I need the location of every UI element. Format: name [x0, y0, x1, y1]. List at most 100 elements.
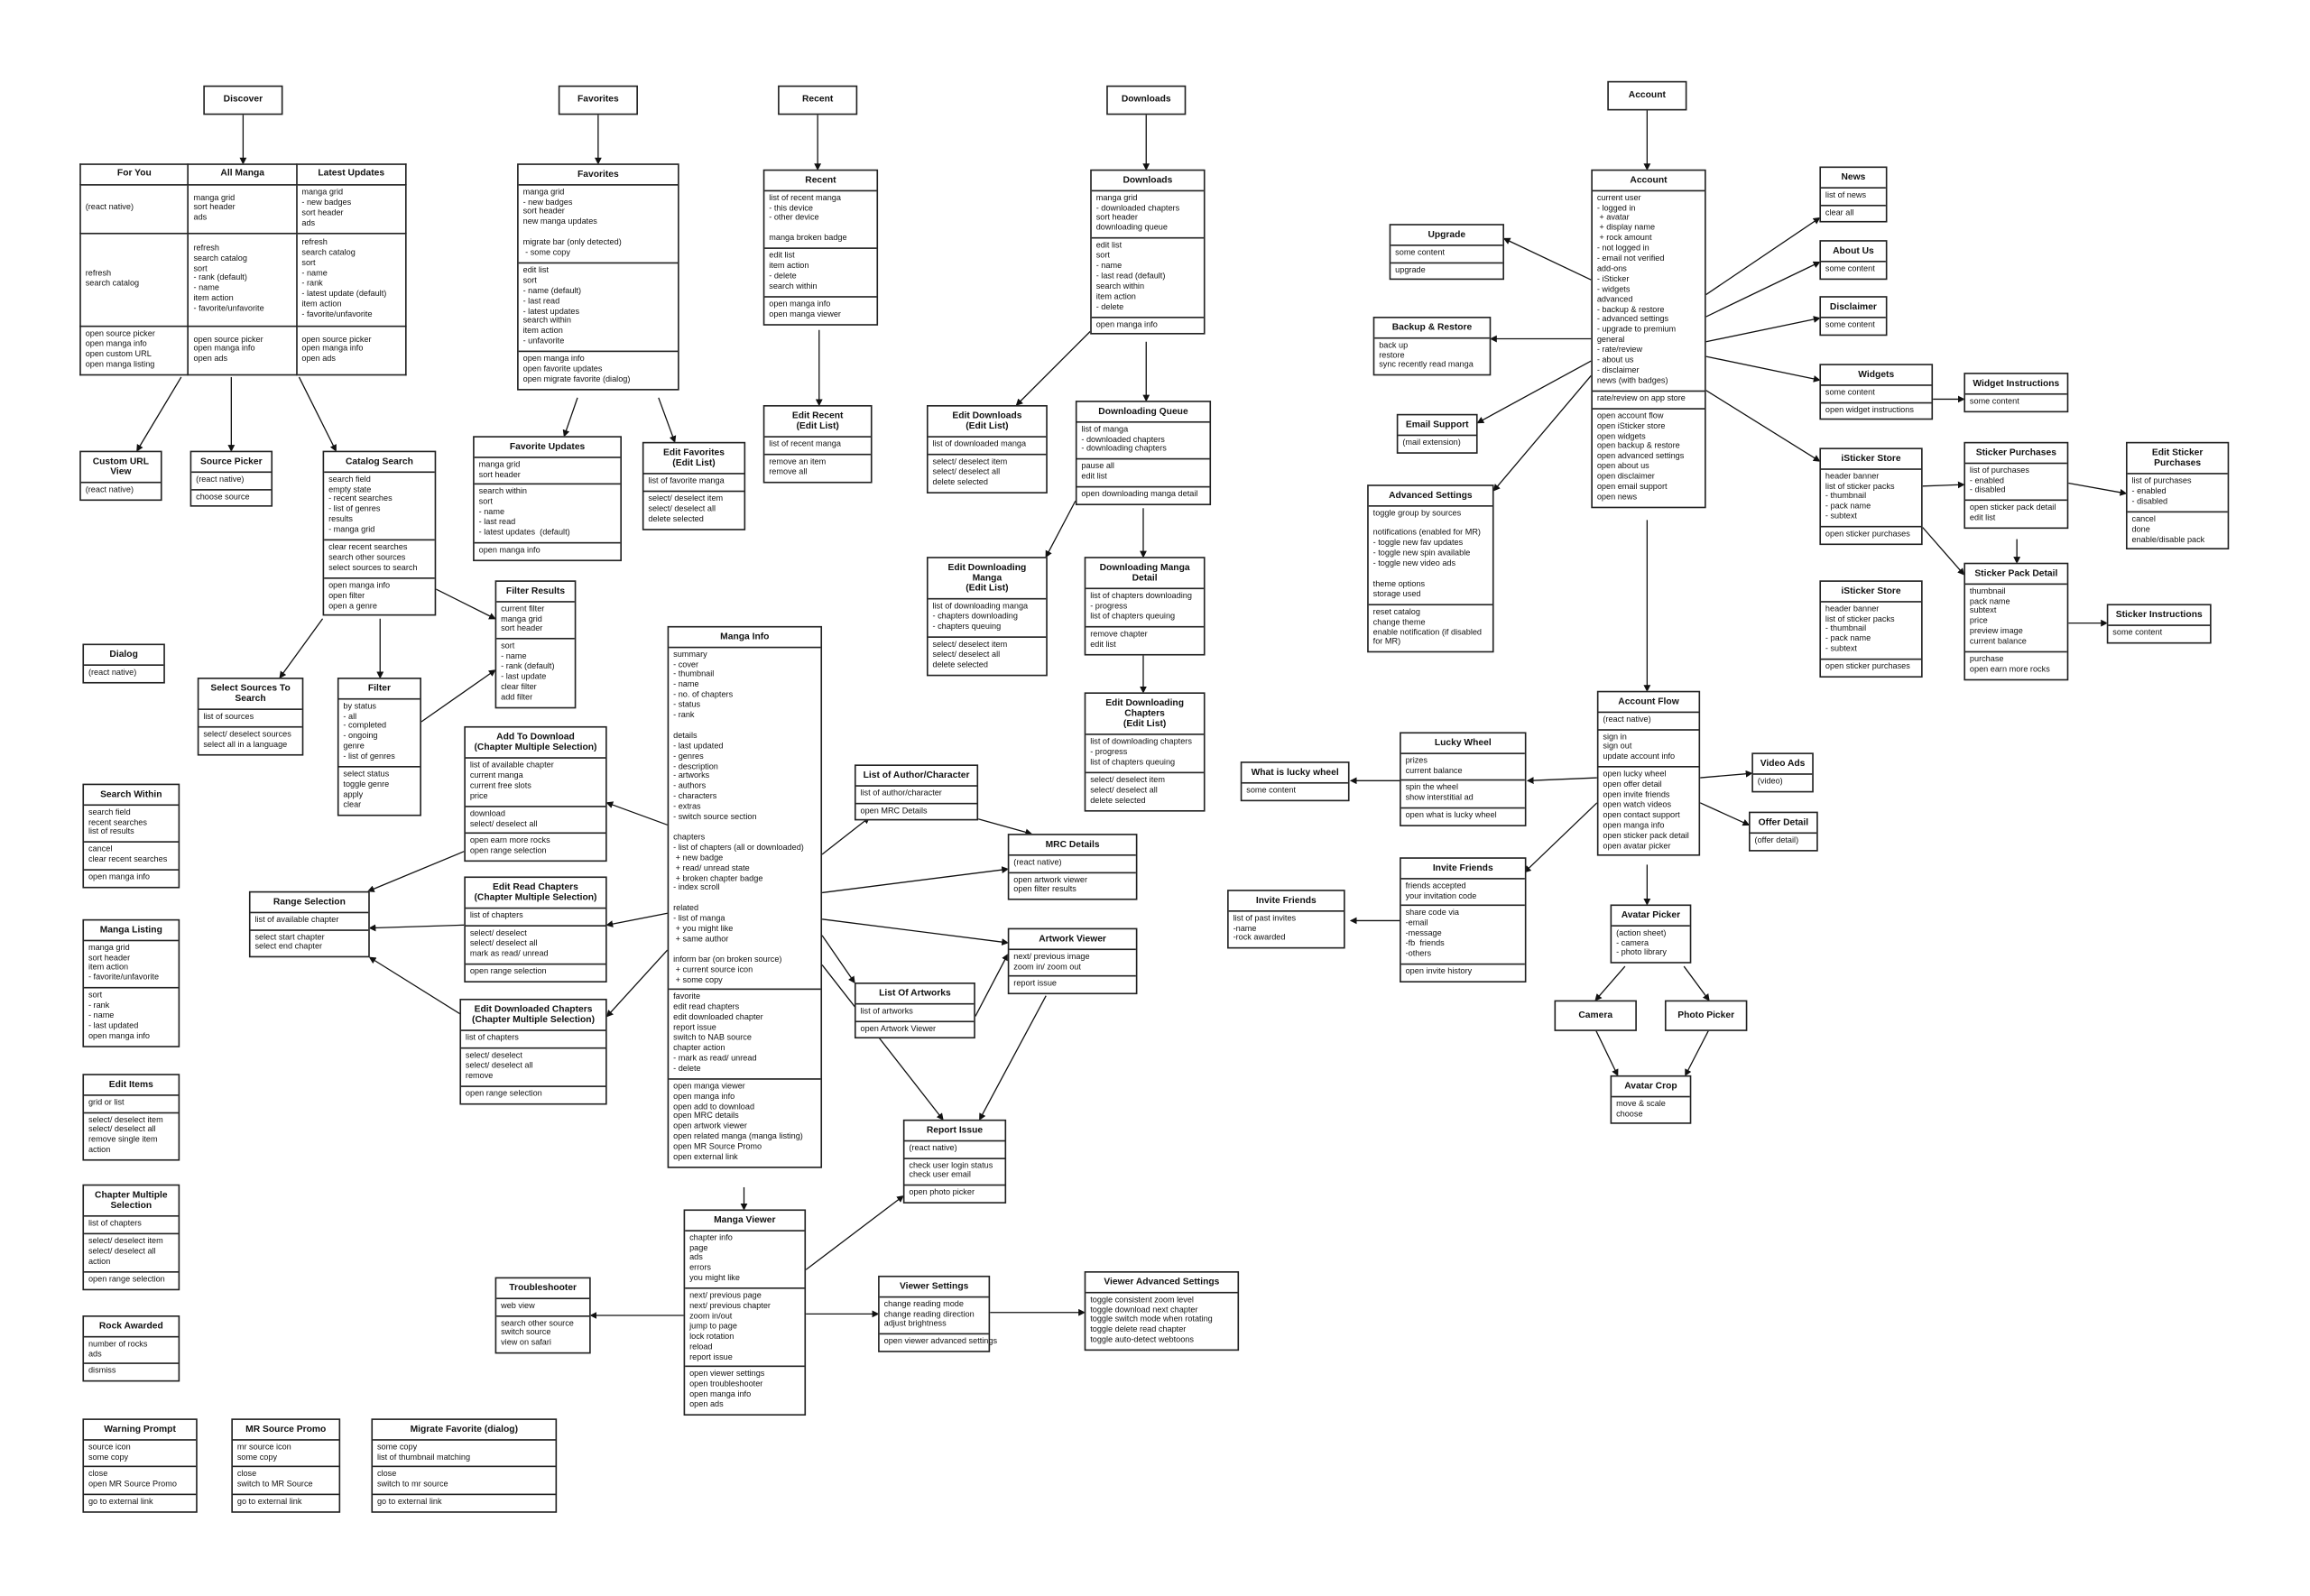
box-title: List of Author/Character: [863, 770, 970, 780]
cell-line: sort: [301, 259, 316, 269]
box-line: select all in a language: [203, 740, 288, 750]
box-line: - some copy: [522, 248, 570, 258]
cell-line: - rank: [301, 280, 323, 289]
connector-arrow: [1705, 355, 1821, 383]
box-title: Favorite Updates: [509, 441, 586, 452]
box-title: Custom URL View: [92, 456, 150, 477]
cell-line: ads: [301, 218, 316, 228]
box-line: open filter results: [1013, 885, 1076, 895]
box-line: - new badges: [522, 198, 573, 208]
box-line: manga grid: [501, 614, 542, 624]
box-title: Filter: [367, 682, 391, 694]
cell-line: open manga info: [301, 345, 364, 355]
box-title: Downloading Manga Detail: [1099, 562, 1190, 584]
box-line: sort: [478, 498, 493, 508]
box-section: summary- cover- thumbnail- name- no. of …: [669, 646, 821, 989]
box-section: list of purchases- enabled- disabled: [2127, 473, 2228, 511]
box-line: - name: [501, 652, 527, 662]
box-title: Edit Downloads (Edit List): [952, 410, 1022, 432]
box-line: purchase: [1969, 655, 2004, 665]
connector-arrow: [2068, 482, 2128, 496]
box-section: list of chapters: [465, 907, 606, 925]
cell-line: (react native): [85, 204, 134, 213]
box-line: toggle consistent zoom level: [1090, 1296, 1194, 1305]
box-line: delete selected: [932, 478, 988, 487]
screen-box-edit-downloading-chapters: Edit Downloading Chapters (Edit List)lis…: [1084, 692, 1206, 812]
box-line: chapter action: [673, 1044, 725, 1054]
box-line: list of downloaded manga: [932, 440, 1027, 449]
connector-arrow: [1705, 261, 1821, 318]
box-title: Catalog Search: [345, 456, 413, 466]
box-line: search field: [88, 807, 131, 817]
box-line: [673, 722, 816, 732]
cell-line: - latest update (default): [301, 290, 387, 300]
box-line: some content: [1825, 264, 1875, 274]
box-section: open manga info: [1091, 316, 1204, 333]
box-line: action: [88, 1146, 111, 1156]
box-line: - backup & restore: [1596, 305, 1665, 315]
box-line: current free slots: [469, 781, 531, 791]
box-section: list of recent manga- this device- other…: [764, 189, 877, 248]
cell-line: refresh: [193, 244, 219, 254]
box-line: friends accepted: [1405, 881, 1466, 891]
connector-arrow: [1594, 965, 1626, 1001]
box-line: results: [328, 515, 354, 525]
box-section: list of available chapter: [250, 910, 369, 928]
box-line: enable notification (if disabled: [1372, 628, 1483, 638]
box-line: preview image: [1969, 627, 2023, 637]
box-line: (mail extension): [1402, 438, 1461, 447]
box-line: select/ deselect all: [469, 819, 538, 829]
box-line: done: [2131, 525, 2150, 535]
box-line: price: [469, 791, 488, 801]
box-line: open range selection: [88, 1275, 165, 1285]
box-line: - disclaimer: [1596, 366, 1640, 376]
box-line: - subtext: [1825, 645, 1857, 655]
box-title: Favorites: [578, 169, 619, 180]
box-line: ads: [689, 1254, 703, 1263]
box-line: - rank: [673, 711, 695, 721]
box-section: open manga info: [474, 541, 621, 559]
box-line: sort: [522, 276, 537, 286]
box-line: pack name: [1969, 597, 2010, 606]
box-title: Backup & Restore: [1391, 321, 1473, 333]
cell-line: open source picker: [193, 335, 263, 345]
box-line: - mark as read/ unread: [673, 1054, 757, 1064]
box-line: - downloaded chapters: [1095, 204, 1180, 213]
cell-line: search catalog: [301, 249, 356, 259]
box-title: Widget Instructions: [1973, 377, 2060, 389]
box-line: (react native): [85, 485, 134, 495]
box-title: Offer Detail: [1758, 816, 1809, 827]
box-line: select/ deselect all: [932, 467, 1001, 477]
box-title: Video Ads: [1760, 758, 1806, 769]
box-section: list of recent manga: [764, 436, 871, 453]
box-line: + rock amount: [1596, 234, 1652, 244]
box-title: About Us: [1833, 244, 1874, 256]
box-line: remove single item: [88, 1136, 158, 1146]
box-title: List Of Artworks: [879, 987, 951, 999]
cell-line: search catalog: [193, 254, 247, 263]
box-line: - last update: [501, 673, 547, 682]
box-title: Edit Sticker Purchases: [2151, 447, 2204, 469]
box-line: clear: [343, 800, 362, 810]
box-section: (react native): [191, 470, 272, 488]
cell-line: open manga info: [193, 345, 255, 355]
box-title: MRC Details: [1045, 838, 1100, 850]
